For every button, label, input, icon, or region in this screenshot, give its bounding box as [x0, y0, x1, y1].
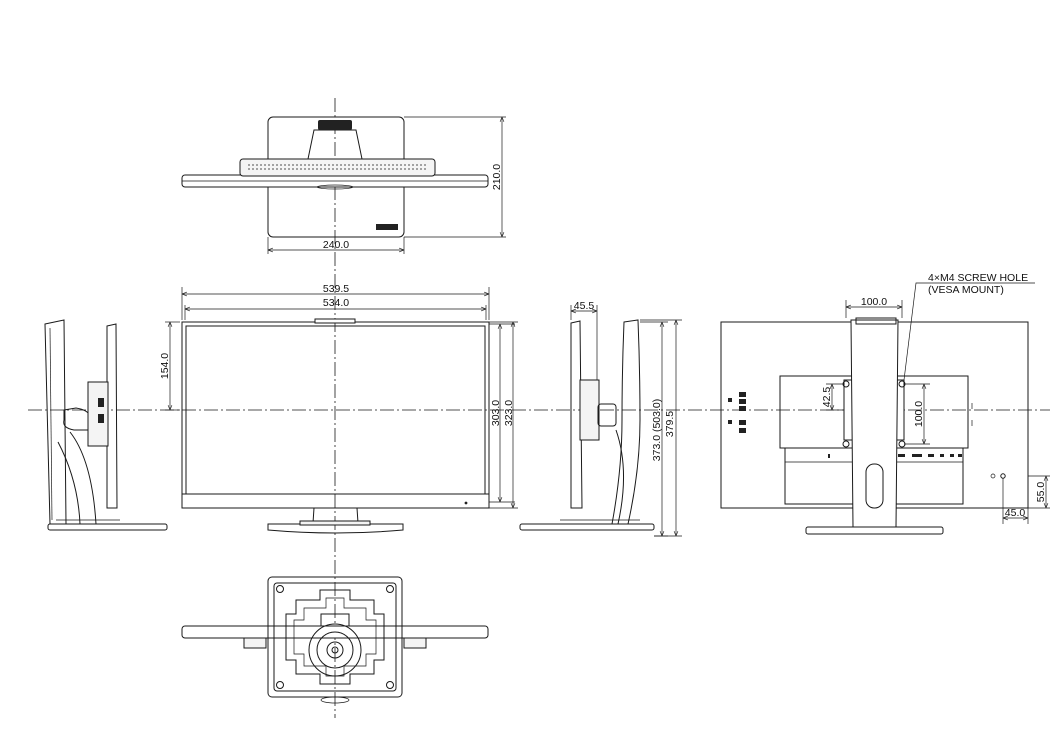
side-view-right [519, 319, 655, 531]
power-led [464, 501, 468, 505]
dim-label-panel-width: 534.0 [323, 297, 349, 309]
center-lines [28, 98, 1050, 718]
dim-vesa-width: 100.0 [845, 296, 903, 318]
bottom-view [181, 576, 489, 704]
dim-label-vesa-offset: 42.5 [821, 387, 833, 408]
side-view-tilted [44, 319, 168, 531]
dim-label-vesa-height: 100.0 [913, 401, 925, 427]
dim-label-vesa-width: 100.0 [861, 296, 887, 308]
dim-label-corner-vertical: 55.0 [1035, 482, 1047, 503]
screw-hole-callout: 4×M4 SCREW HOLE (VESA MOUNT) [903, 272, 1035, 381]
dim-panel-height: 303.0 [489, 323, 515, 503]
dim-corner-horizontal: 45.0 [1002, 478, 1029, 524]
dim-label-side-depth: 45.5 [574, 300, 595, 312]
front-view [181, 318, 490, 534]
kensington-hole [1000, 473, 1006, 479]
dim-vesa-offset: 42.5 [821, 383, 844, 411]
dim-camera-offset: 154.0 [159, 321, 180, 411]
dim-label-outer-width: 539.5 [323, 283, 349, 295]
dim-label-camera-offset: 154.0 [159, 353, 171, 379]
dim-top-base-width: 240.0 [267, 237, 405, 254]
callout-vesa-mount: (VESA MOUNT) [928, 284, 1004, 296]
dim-side-depth: 45.5 [570, 300, 598, 380]
dim-label-total-height: 379.5 [664, 411, 676, 437]
vent-pattern [248, 164, 428, 170]
top-view [181, 116, 489, 238]
dim-outer-height: 323.0 [489, 321, 518, 509]
webcam-housing [314, 318, 356, 324]
logo-mark-top [318, 120, 352, 130]
logo-mark-base [376, 224, 398, 230]
side-view-upright [87, 323, 118, 509]
dim-panel-width: 534.0 [184, 297, 487, 320]
dim-outer-width: 539.5 [181, 283, 490, 320]
dim-total-height: 379.5 [640, 319, 682, 537]
dim-vesa-height: 100.0 [904, 383, 930, 445]
dim-top-depth: 210.0 [404, 116, 506, 238]
cable-hole [865, 463, 884, 509]
rear-ports [828, 454, 962, 458]
dim-label-corner-horizontal: 45.0 [1005, 507, 1026, 519]
rear-view [720, 317, 1029, 535]
dim-height-range: 373.0 (503.0) [640, 321, 668, 537]
dim-corner-vertical: 55.0 [1028, 475, 1050, 509]
dim-label-panel-height: 303.0 [490, 400, 502, 426]
dim-label-top-depth: 210.0 [491, 164, 503, 190]
dim-label-outer-height: 323.0 [503, 400, 515, 426]
dim-label-top-base-width: 240.0 [323, 239, 349, 251]
dim-label-height-range: 373.0 (503.0) [651, 399, 663, 461]
rear-control-buttons [728, 392, 746, 433]
callout-screw-hole: 4×M4 SCREW HOLE [928, 272, 1028, 284]
